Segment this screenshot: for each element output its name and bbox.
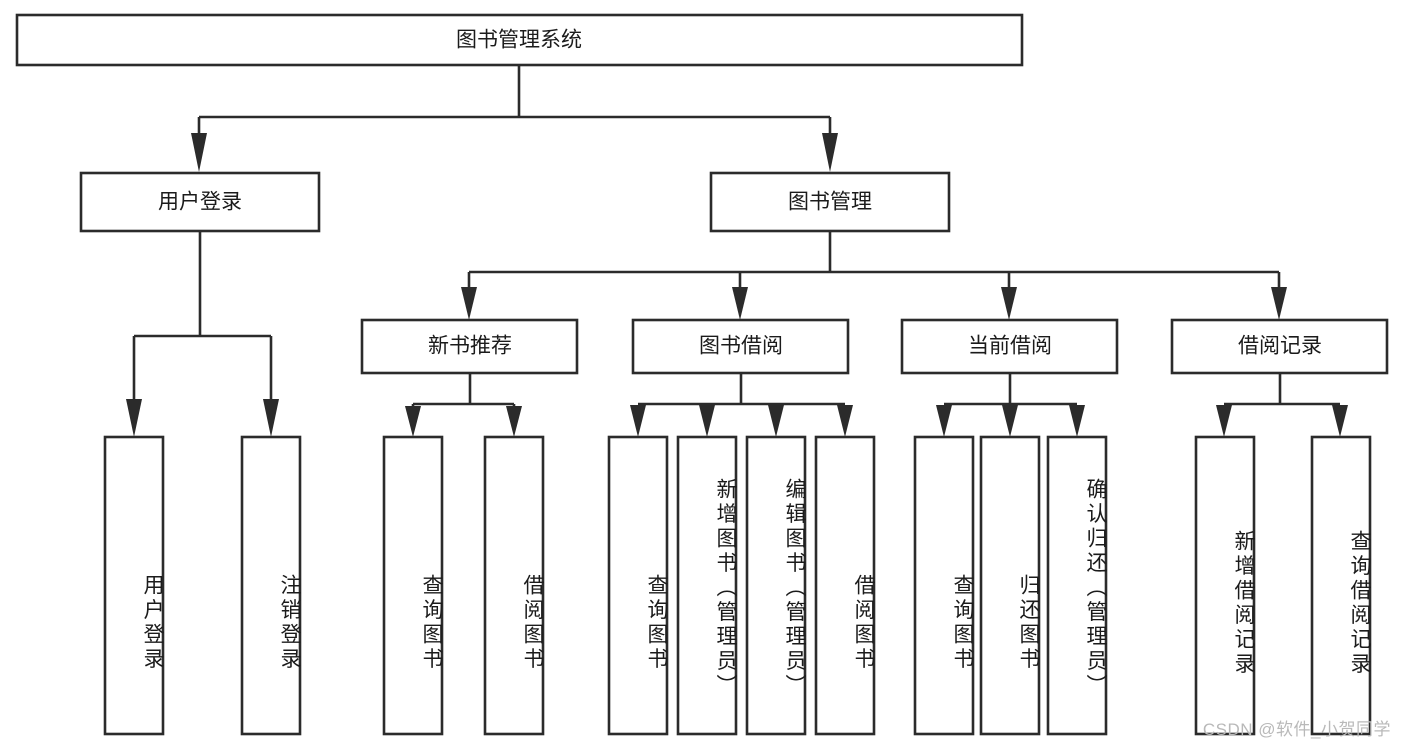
arrow-head-current-borrow — [1001, 287, 1017, 320]
leaf-borrow-record-0-box[interactable] — [1194, 435, 1256, 736]
arrow-head-user-login-leaf-1 — [126, 399, 142, 437]
arrow-head-borrow-record — [1271, 287, 1287, 320]
arrow-head-borrow-record-leaf-1 — [1216, 405, 1232, 437]
arrow-head-new-book-recommend — [461, 287, 477, 320]
node-book-borrow-box[interactable] — [631, 318, 850, 375]
node-borrow-record-label: 借阅记录 — [1238, 335, 1322, 358]
node-root-box[interactable] — [15, 13, 1024, 67]
leaf-book-borrow-1-box[interactable] — [676, 435, 738, 736]
node-new-book-recommend-label: 新书推荐 — [428, 335, 512, 358]
leaf-book-borrow-0-box[interactable] — [607, 435, 669, 736]
node-current-borrow-box[interactable] — [900, 318, 1119, 375]
arrow-head-user-login-leaf-2 — [263, 399, 279, 437]
arrow-head-current-borrow-leaf-1 — [936, 405, 952, 437]
leaf-current-borrow-2-box[interactable] — [1046, 435, 1108, 736]
leaf-book-borrow-2-box[interactable] — [745, 435, 807, 736]
leaf-new-book-1-box[interactable] — [483, 435, 545, 736]
arrow-head-borrow-record-leaf-2 — [1332, 405, 1348, 437]
leaf-user-login-0-box[interactable] — [103, 435, 165, 736]
leaf-current-borrow-1-box[interactable] — [979, 435, 1041, 736]
node-current-borrow-label: 当前借阅 — [968, 335, 1052, 358]
node-borrow-record-box[interactable] — [1170, 318, 1389, 375]
arrow-head-book-borrow-leaf-4 — [837, 405, 853, 437]
arrow-head-book-borrow — [732, 287, 748, 320]
leaf-current-borrow-0-box[interactable] — [913, 435, 975, 736]
leaf-user-login-1-box[interactable] — [240, 435, 302, 736]
node-book-manage-label: 图书管理 — [788, 191, 872, 214]
node-new-book-recommend-box[interactable] — [360, 318, 579, 375]
arrow-head-user-login — [191, 133, 207, 172]
arrow-head-new-book-leaf-1 — [405, 406, 421, 437]
node-book-manage-box[interactable] — [709, 171, 951, 233]
node-user-login-label: 用户登录 — [158, 191, 242, 214]
arrow-head-current-borrow-leaf-2 — [1002, 405, 1018, 437]
csdn-watermark: CSDN @软件_小贺同学 — [1202, 720, 1391, 739]
leaf-borrow-record-1-box[interactable] — [1310, 435, 1372, 736]
arrow-head-new-book-leaf-2 — [506, 406, 522, 437]
arrow-head-current-borrow-leaf-3 — [1069, 405, 1085, 437]
arrow-head-book-borrow-leaf-1 — [630, 405, 646, 437]
leaf-book-borrow-3-box[interactable] — [814, 435, 876, 736]
node-book-borrow-label: 图书借阅 — [699, 335, 783, 358]
leaf-new-book-0-box[interactable] — [382, 435, 444, 736]
arrow-head-book-borrow-leaf-2 — [699, 405, 715, 437]
arrow-head-book-borrow-leaf-3 — [768, 405, 784, 437]
node-root-label: 图书管理系统 — [456, 29, 582, 52]
arrow-head-book-manage — [822, 133, 838, 172]
